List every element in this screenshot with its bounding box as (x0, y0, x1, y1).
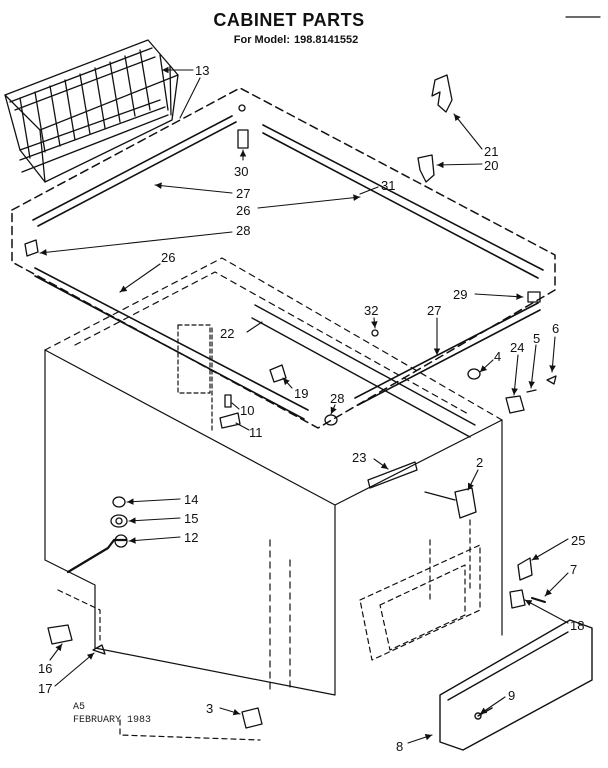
part-label-6: 6 (552, 321, 559, 336)
footer-code: A5 (73, 702, 86, 713)
part-label-26: 26 (161, 250, 175, 265)
part-label-28: 28 (330, 391, 344, 406)
part-label-23: 23 (352, 450, 366, 465)
lid-rail-front-left (32, 115, 237, 227)
part-label-11: 11 (249, 425, 263, 440)
part-label-9: 9 (508, 688, 515, 703)
part-label-5: 5 (533, 331, 540, 346)
part-label-25: 25 (571, 533, 585, 548)
part-label-4: 4 (494, 349, 501, 364)
leader-lines (39, 66, 569, 744)
toe-plate (439, 619, 593, 751)
page-title: CABINET PARTS (213, 10, 365, 30)
part-label-19: 19 (294, 386, 308, 401)
hinge-hardware-right (467, 368, 557, 414)
model-label: For Model: (233, 34, 290, 46)
footer-date: FEBRUARY 1983 (73, 715, 152, 726)
part-label-29: 29 (453, 287, 467, 302)
part-label-26: 26 (236, 203, 250, 218)
part-label-32: 32 (364, 303, 378, 318)
lid-rail-right (354, 302, 541, 406)
footer: A5 FEBRUARY 1983 (73, 701, 151, 727)
small-hardware (24, 104, 546, 729)
part-label-24: 24 (510, 340, 524, 355)
part-label-10: 10 (240, 403, 254, 418)
part-label-16: 16 (38, 661, 52, 676)
part-label-14: 14 (184, 492, 198, 507)
part-label-27: 27 (427, 303, 441, 318)
part-label-30: 30 (234, 164, 248, 179)
part-label-12: 12 (184, 530, 198, 545)
part-label-31: 31 (381, 178, 395, 193)
part-label-7: 7 (570, 562, 577, 577)
part-label-8: 8 (396, 739, 403, 754)
breaker-strip (251, 304, 476, 438)
part-label-28: 28 (236, 223, 250, 238)
part-label-21: 21 (484, 144, 498, 159)
part-label-27: 27 (236, 186, 250, 201)
part-label-20: 20 (484, 158, 498, 173)
model-line: For Model:198.8141552 (0, 34, 598, 46)
part-label-13: 13 (195, 63, 209, 78)
divider-panel (177, 324, 213, 431)
part-label-18: 18 (570, 618, 584, 633)
hinge-assembly (417, 74, 453, 183)
model-number: 198.8141552 (293, 34, 359, 46)
part-label-3: 3 (206, 701, 213, 716)
lid-rail-front (34, 267, 309, 420)
part-labels: 13 30 27 26 31 28 21 20 26 29 32 27 22 6… (38, 63, 585, 754)
wire-basket (4, 39, 179, 183)
cabinet-body (44, 257, 503, 741)
part-label-22: 22 (220, 326, 234, 341)
part-label-15: 15 (184, 511, 198, 526)
lid-rail-back-right (262, 124, 544, 279)
part-label-2: 2 (476, 455, 483, 470)
lid-dashed-outline (11, 87, 556, 429)
part-label-17: 17 (38, 681, 52, 696)
